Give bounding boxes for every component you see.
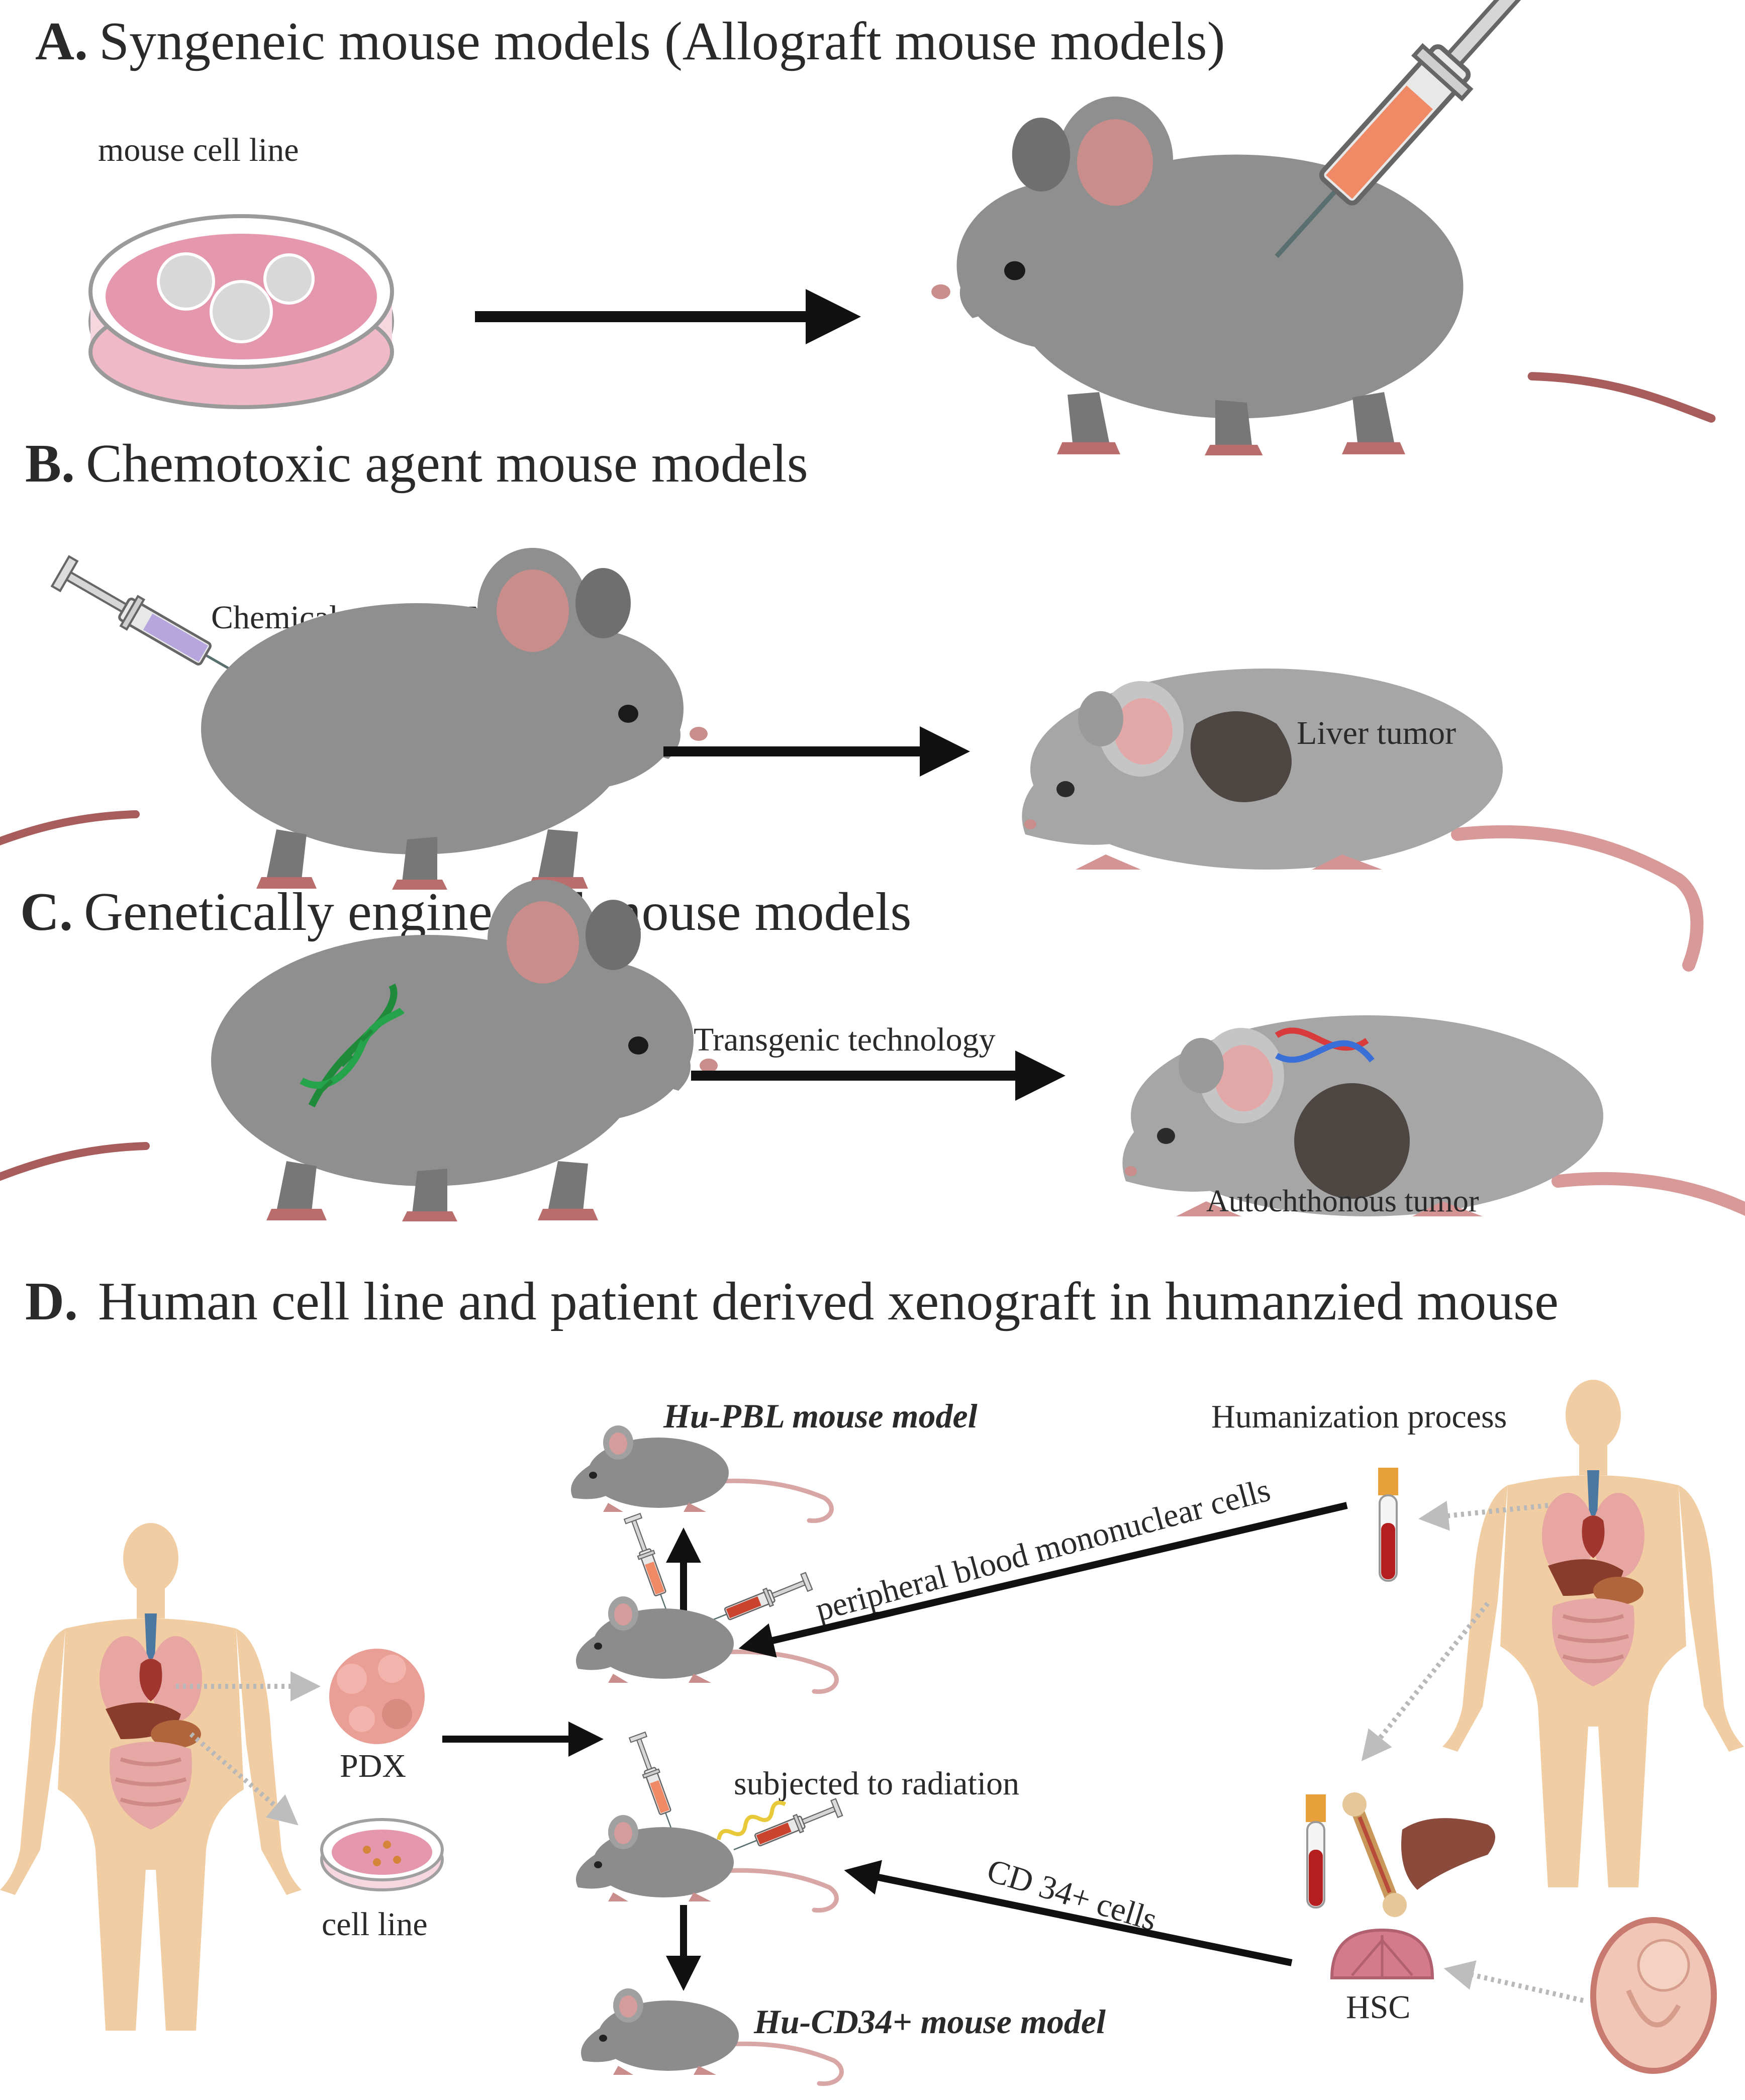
donor-human-icon	[1442, 1380, 1744, 1887]
arrow-pbmc	[738, 1502, 1348, 1658]
section-a: A.Syngeneic mouse models (Allograft mous…	[35, 0, 1711, 455]
radiation-label: subjected to radiation	[734, 1765, 1019, 1802]
arrow-cd34	[844, 1860, 1293, 1966]
section-b-title: B.Chemotoxic agent mouse models	[25, 434, 808, 494]
autochthonous-tumor-label: Autochthonous tumor	[1206, 1184, 1479, 1218]
cell-line-label: cell line	[322, 1906, 428, 1943]
hsc-label: HSC	[1346, 1989, 1410, 2026]
dotted-arrow-cellline	[189, 1732, 299, 1826]
section-b: B.Chemotoxic agent mouse models Chemical…	[0, 434, 1697, 965]
mouse-b-tumor-icon	[1022, 669, 1697, 965]
dotted-arrow-blood	[1418, 1500, 1548, 1531]
hu-pbl-mouse-icon	[571, 1425, 831, 1521]
dotted-arrow-fetus	[1443, 1960, 1584, 2003]
pdx-tissue-icon	[329, 1649, 425, 1744]
blood-tube-1-icon	[1378, 1468, 1398, 1582]
patient-human-icon	[0, 1523, 302, 2031]
mouse-cell-line-label: mouse cell line	[98, 132, 299, 168]
autochthonous-tumor-icon	[1294, 1083, 1410, 1199]
mouse-c-tumor-icon	[1122, 1015, 1745, 1312]
liver-tumor-label: Liver tumor	[1297, 715, 1456, 751]
pbl-injected-mouse-icon	[576, 1596, 836, 1692]
liver-tumor-icon	[1190, 711, 1292, 802]
dna-red-blue-icon	[1275, 1027, 1375, 1063]
transgenic-label: Transgenic technology	[694, 1021, 996, 1058]
dna-green-icon	[300, 983, 405, 1108]
syringe-cd34-1-icon	[628, 1731, 683, 1839]
pdx-label: PDX	[340, 1748, 406, 1784]
cd34-cells-label: CD 34+ cells	[983, 1852, 1161, 1939]
section-d: D.Human cell line and patient derived xe…	[0, 1272, 1744, 2084]
cell-line-dish-icon	[320, 1818, 444, 1891]
syringe-cd34-2-icon	[729, 1798, 843, 1859]
fetus-icon	[1590, 1917, 1717, 2074]
blood-tube-2-icon	[1306, 1794, 1326, 1908]
humanization-label: Humanization process	[1211, 1398, 1507, 1435]
section-d-title: D.Human cell line and patient derived xe…	[25, 1272, 1559, 1331]
section-c-title: C.Genetically engineered mouse models	[20, 882, 911, 942]
mouse-a-icon	[931, 97, 1711, 455]
bone-icon	[1342, 1792, 1407, 1917]
hsc-icon	[1330, 1928, 1434, 1979]
hu-cd34-label: Hu-CD34+ mouse model	[753, 2002, 1106, 2041]
section-c: C.Genetically engineered mouse models Tr…	[0, 880, 1745, 1312]
section-a-title: A.Syngeneic mouse models (Allograft mous…	[35, 12, 1225, 71]
radiation-wave-icon	[717, 1800, 787, 1840]
liver-icon	[1401, 1818, 1495, 1890]
hu-pbl-label: Hu-PBL mouse model	[663, 1397, 978, 1435]
petri-dish-icon	[88, 214, 394, 409]
pbmc-label: peripheral blood mononuclear cells	[812, 1472, 1274, 1629]
